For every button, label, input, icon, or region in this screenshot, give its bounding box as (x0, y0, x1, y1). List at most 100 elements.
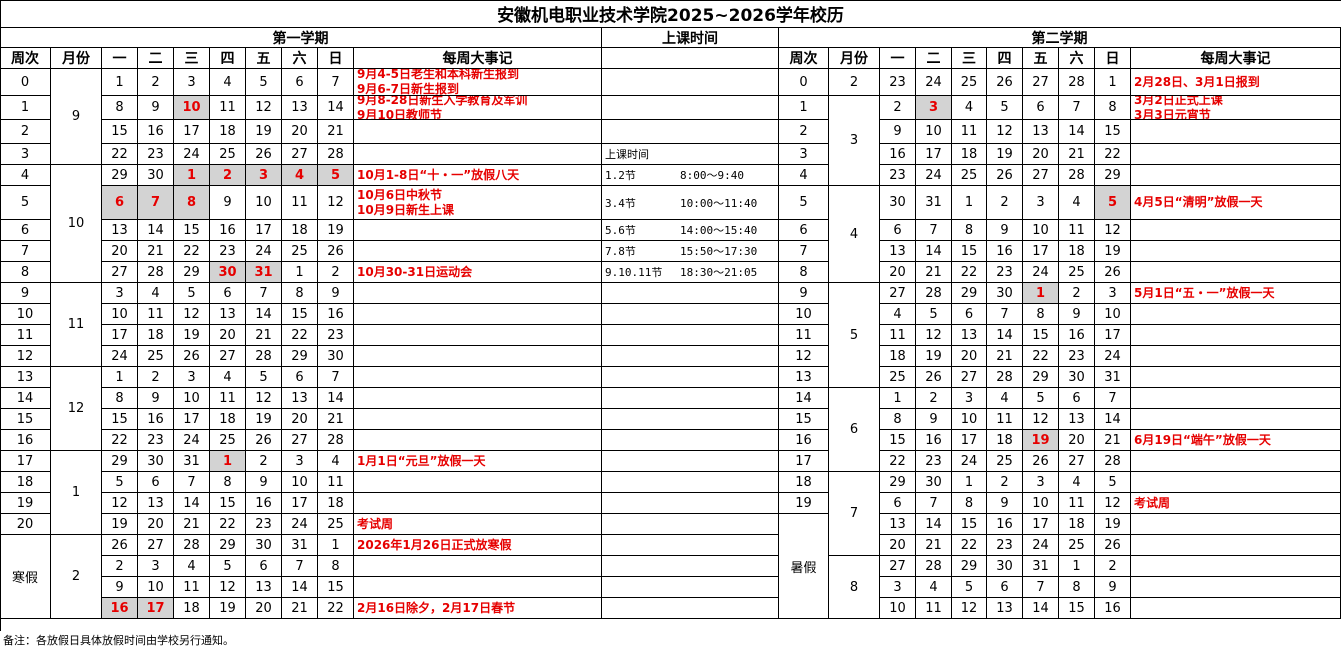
sem1-day-cell: 8 (210, 472, 246, 493)
sem1-day-cell: 7 (246, 283, 282, 304)
sem2-day-cell: 14 (1023, 598, 1059, 619)
sem1-day-cell: 25 (210, 144, 246, 165)
sem1-day-cell: 5 (102, 472, 138, 493)
sem1-day-cell: 7 (282, 556, 318, 577)
sem2-week-event (1131, 451, 1341, 472)
sem1-day-cell: 4 (210, 69, 246, 96)
sem2-day-cell: 31 (1023, 556, 1059, 577)
sem1-week-number: 6 (0, 220, 51, 241)
page-title: 安徽机电职业技术学院2025~2026学年校历 (0, 0, 1341, 28)
sem2-day-cell: 21 (916, 535, 952, 556)
sem1-day-cell: 22 (102, 144, 138, 165)
sem2-week-event: 4月5日“清明”放假一天 (1131, 186, 1341, 220)
sem2-fri-col-header: 五 (1023, 48, 1059, 69)
class-time-cell (602, 388, 779, 409)
sem1-day-cell: 5 (246, 367, 282, 388)
sem2-day-cell: 27 (1059, 451, 1095, 472)
sem1-day-cell: 24 (102, 346, 138, 367)
sem2-day-cell: 23 (916, 451, 952, 472)
sem1-day-cell: 20 (102, 241, 138, 262)
class-time-cell (602, 598, 779, 619)
sem2-day-cell: 14 (1095, 409, 1131, 430)
sem2-day-cell: 14 (916, 241, 952, 262)
sem2-day-cell: 24 (916, 165, 952, 186)
sem2-day-cell: 29 (1095, 165, 1131, 186)
sem1-day-cell: 11 (282, 186, 318, 220)
sem1-tue-col-header: 二 (138, 48, 174, 69)
sem1-day-cell: 1 (318, 535, 354, 556)
sem1-day-cell: 17 (138, 598, 174, 619)
sem2-day-cell: 23 (987, 535, 1023, 556)
sem1-week-number: 20 (0, 514, 51, 535)
sem1-day-cell: 22 (318, 598, 354, 619)
sem2-day-cell: 23 (987, 262, 1023, 283)
sem1-day-cell: 21 (138, 241, 174, 262)
sem1-day-cell: 21 (246, 325, 282, 346)
sem1-day-cell: 16 (102, 598, 138, 619)
sem1-day-cell: 29 (210, 535, 246, 556)
sem1-month-label: 9 (51, 69, 102, 165)
sem1-day-cell: 30 (318, 346, 354, 367)
sem2-day-cell: 11 (1059, 220, 1095, 241)
sem1-week-event (354, 409, 602, 430)
sem2-day-cell: 3 (1095, 283, 1131, 304)
sem2-day-cell: 11 (987, 409, 1023, 430)
sem2-day-cell: 13 (987, 598, 1023, 619)
sem2-day-cell: 30 (880, 186, 916, 220)
class-time-cell (602, 96, 779, 120)
class-time-cell (602, 304, 779, 325)
sem2-week-number: 0 (779, 69, 829, 96)
sem2-day-cell: 3 (916, 96, 952, 120)
sem1-week-number: 5 (0, 186, 51, 220)
sem1-day-cell: 19 (318, 220, 354, 241)
class-time-range: 8:00～9:40 (680, 169, 744, 182)
sem2-day-cell: 12 (1095, 220, 1131, 241)
sem2-day-cell: 29 (880, 472, 916, 493)
sem1-day-cell: 4 (174, 556, 210, 577)
sem1-week-event (354, 430, 602, 451)
sem1-day-cell: 7 (318, 367, 354, 388)
sem1-day-cell: 4 (210, 367, 246, 388)
sem1-day-cell: 14 (138, 220, 174, 241)
sem1-day-cell: 31 (174, 451, 210, 472)
sem1-week-number: 15 (0, 409, 51, 430)
sem2-day-cell: 27 (880, 283, 916, 304)
class-time-cell (602, 325, 779, 346)
sem2-day-cell: 7 (916, 493, 952, 514)
sem1-day-cell: 10 (282, 472, 318, 493)
sem2-day-cell: 17 (916, 144, 952, 165)
sem2-week-number: 9 (779, 283, 829, 304)
sem2-day-cell: 27 (1023, 69, 1059, 96)
sem1-day-cell: 3 (282, 451, 318, 472)
sem1-day-cell: 12 (210, 577, 246, 598)
sem2-day-cell: 9 (1095, 577, 1131, 598)
sem1-week-number: 14 (0, 388, 51, 409)
sem2-week-event (1131, 472, 1341, 493)
sem1-day-cell: 8 (282, 283, 318, 304)
sem2-day-cell: 6 (880, 220, 916, 241)
sem2-month-col-header: 月份 (829, 48, 880, 69)
sem1-day-cell: 26 (318, 241, 354, 262)
sem1-week-number: 10 (0, 304, 51, 325)
sem1-day-cell: 7 (318, 69, 354, 96)
sem2-day-cell: 13 (880, 241, 916, 262)
sem1-week-event: 2月16日除夕，2月17日春节 (354, 598, 602, 619)
sem2-day-cell: 23 (1059, 346, 1095, 367)
sem1-day-cell: 17 (282, 493, 318, 514)
sem2-day-cell: 29 (1023, 367, 1059, 388)
sem2-month-label: 2 (829, 69, 880, 96)
sem1-day-cell: 11 (210, 388, 246, 409)
sem2-day-cell: 25 (987, 451, 1023, 472)
sem1-day-cell: 4 (138, 283, 174, 304)
sem1-day-cell: 23 (318, 325, 354, 346)
sem1-day-cell: 20 (282, 120, 318, 144)
sem2-day-cell: 6 (1023, 96, 1059, 120)
sem1-day-cell: 27 (282, 430, 318, 451)
sem2-week-event (1131, 346, 1341, 367)
sem1-day-cell: 2 (102, 556, 138, 577)
class-time-cell (602, 120, 779, 144)
sem1-day-cell: 9 (138, 388, 174, 409)
sem2-day-cell: 2 (1095, 556, 1131, 577)
sem2-day-cell: 26 (916, 367, 952, 388)
